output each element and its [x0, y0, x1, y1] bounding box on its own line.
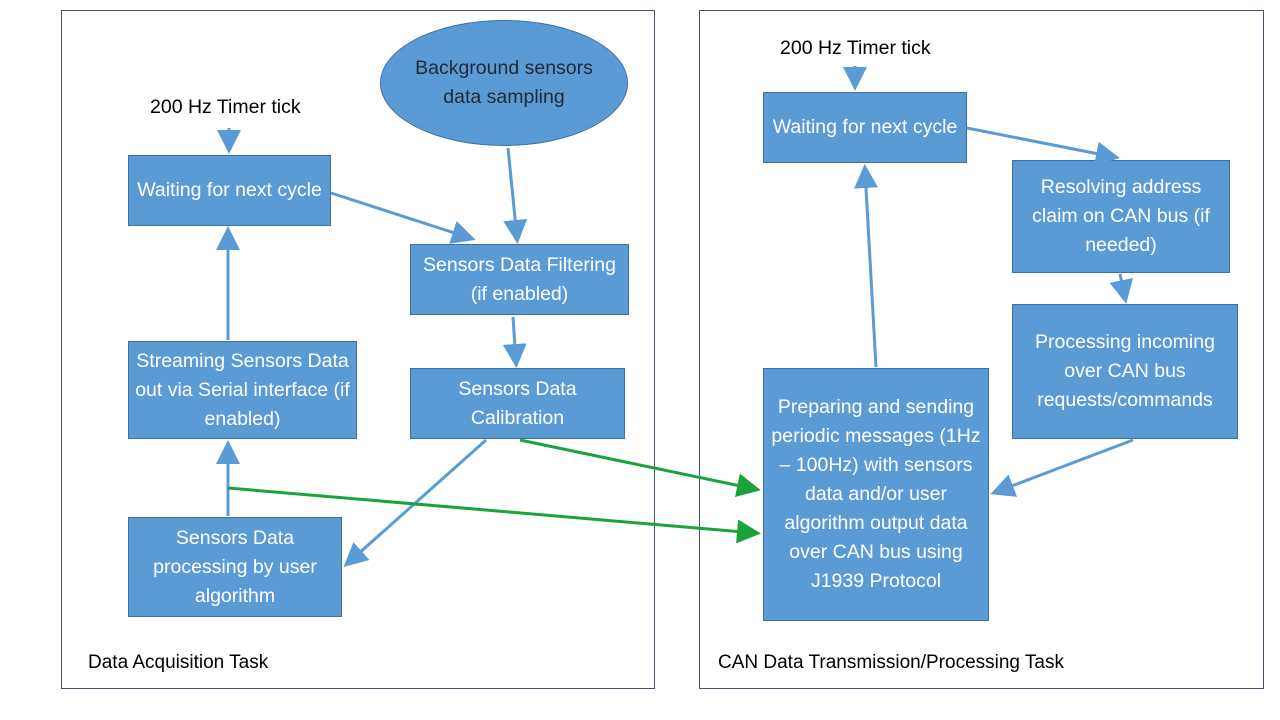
user-processing-text: Sensors Data processing by user algorith… [153, 526, 317, 607]
right-wait-text: Waiting for next cycle [772, 116, 958, 138]
periodic-messages-text: Preparing and sending periodic messages … [771, 396, 981, 592]
user-processing-node: Sensors Data processing by user algorith… [128, 517, 342, 617]
address-claim-node: Resolving address claim on CAN bus (if n… [1012, 160, 1230, 273]
incoming-processing-text: Processing incoming over CAN bus request… [1035, 331, 1215, 411]
left-timer-tick-label: 200 Hz Timer tick [150, 96, 301, 118]
incoming-processing-node: Processing incoming over CAN bus request… [1012, 304, 1238, 439]
data-acquisition-label: Data Acquisition Task [88, 652, 269, 673]
filtering-node: Sensors Data Filtering (if enabled) [410, 244, 629, 315]
streaming-text: Streaming Sensors Data out via Serial in… [135, 349, 350, 430]
can-transmission-label: CAN Data Transmission/Processing Task [718, 652, 1064, 673]
background-sampling-node: Background sensors data sampling [380, 20, 628, 146]
address-claim-text: Resolving address claim on CAN bus (if n… [1032, 176, 1210, 256]
right-timer-tick-label: 200 Hz Timer tick [780, 37, 931, 59]
left-wait-node: Waiting for next cycle [128, 155, 331, 226]
calibration-text: Sensors Data Calibration [458, 377, 577, 429]
right-wait-node: Waiting for next cycle [763, 92, 967, 163]
streaming-node: Streaming Sensors Data out via Serial in… [128, 341, 357, 439]
periodic-messages-node: Preparing and sending periodic messages … [763, 368, 989, 621]
left-wait-text: Waiting for next cycle [137, 179, 322, 201]
filtering-text: Sensors Data Filtering (if enabled) [423, 253, 616, 305]
calibration-node: Sensors Data Calibration [410, 368, 625, 439]
background-sampling-text: Background sensors data sampling [415, 57, 593, 108]
